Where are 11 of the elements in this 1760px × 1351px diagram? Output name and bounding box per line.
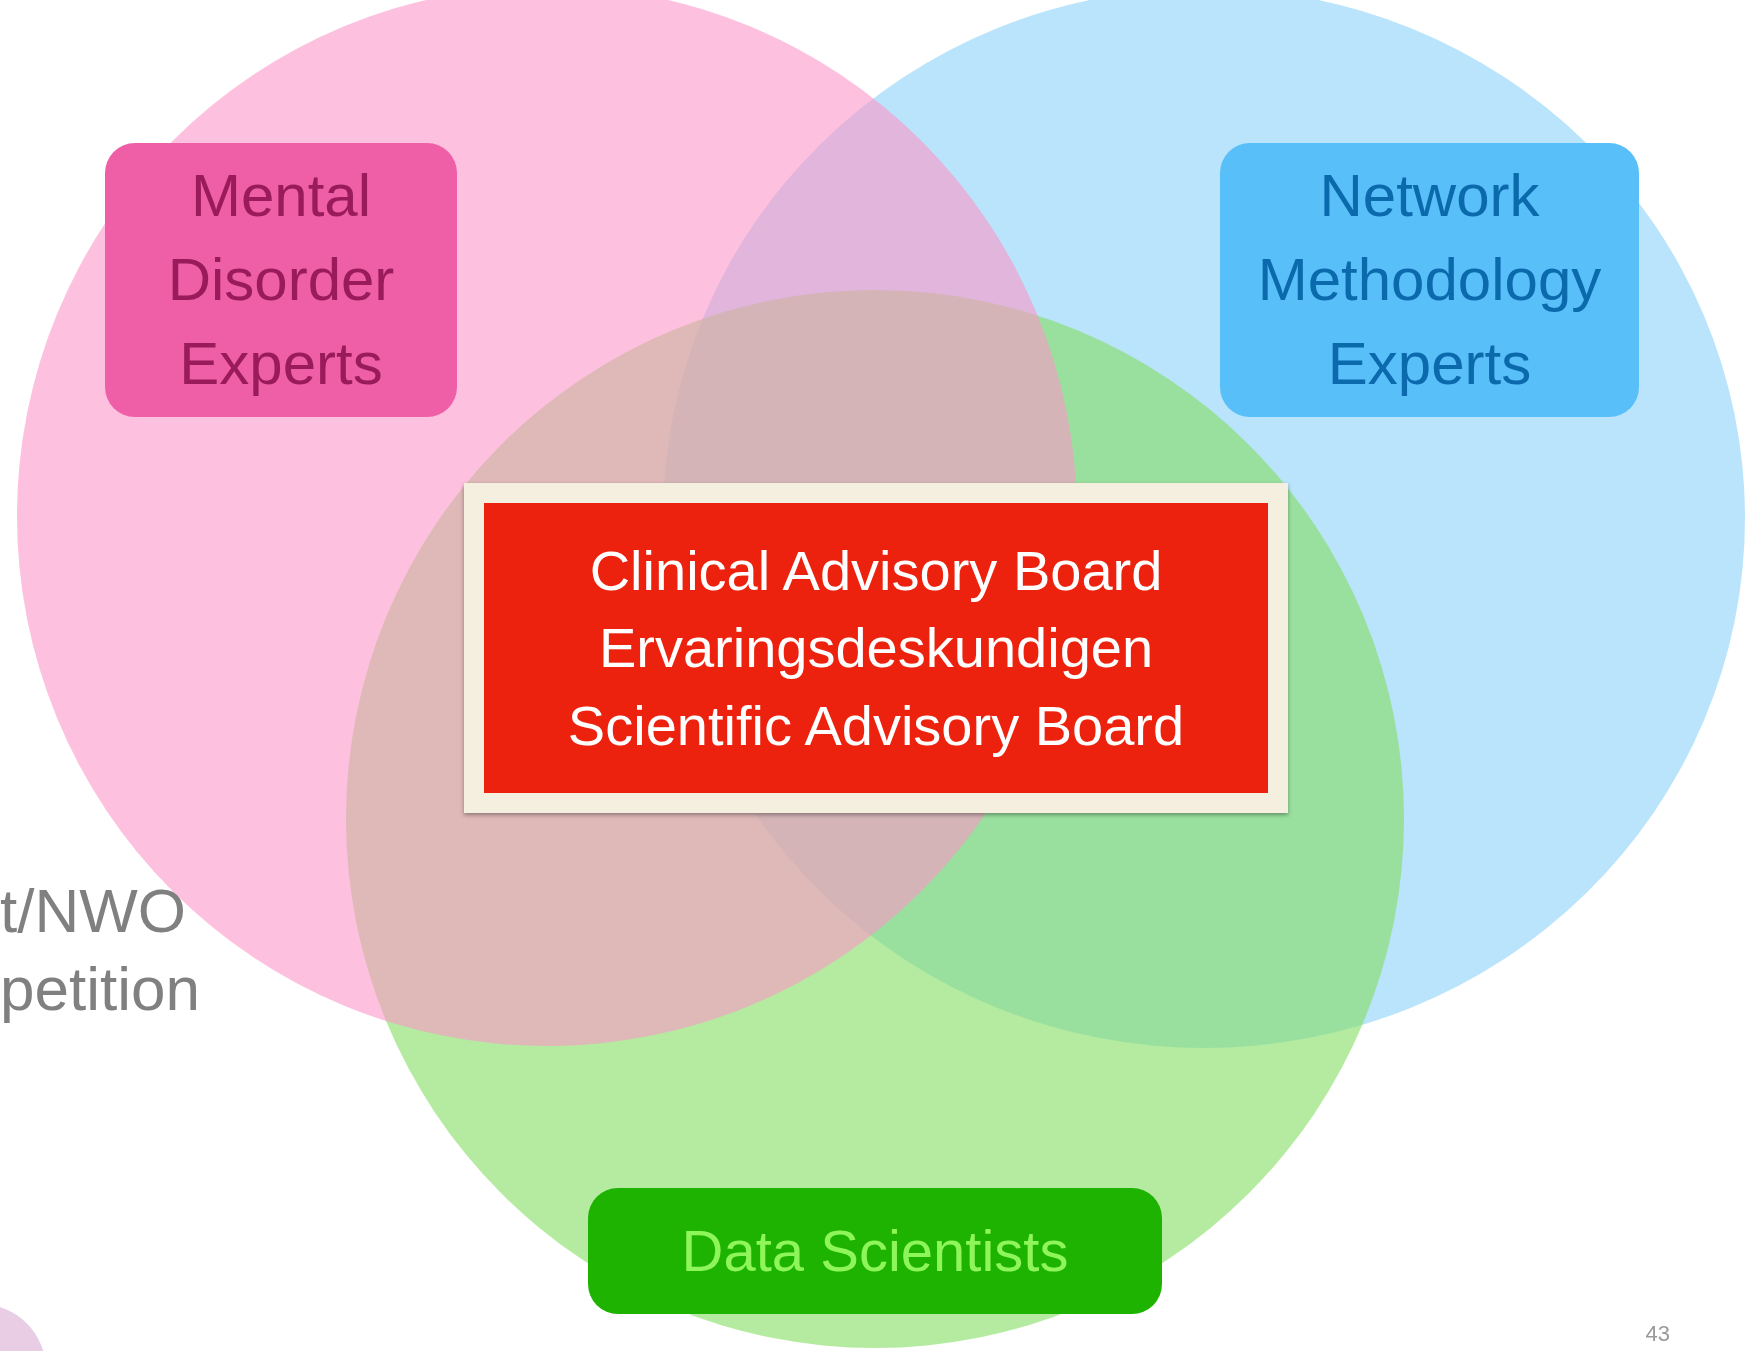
board-name: Ervaringsdeskundigen: [598, 615, 1154, 682]
board-name: Scientific Advisory Board: [567, 692, 1185, 759]
group-box: [105, 143, 457, 417]
group-box: [1220, 143, 1639, 417]
group-name: Network Methodology Experts: [1256, 161, 1603, 399]
group-name: Mental Disorder Experts: [166, 161, 396, 399]
board-name: Clinical Advisory Board: [589, 537, 1163, 604]
side-note: t/NWO: [0, 880, 186, 942]
group-name: Data Scientists: [681, 1217, 1069, 1286]
page-number: 43: [1645, 1321, 1670, 1347]
group-box: [588, 1188, 1162, 1314]
